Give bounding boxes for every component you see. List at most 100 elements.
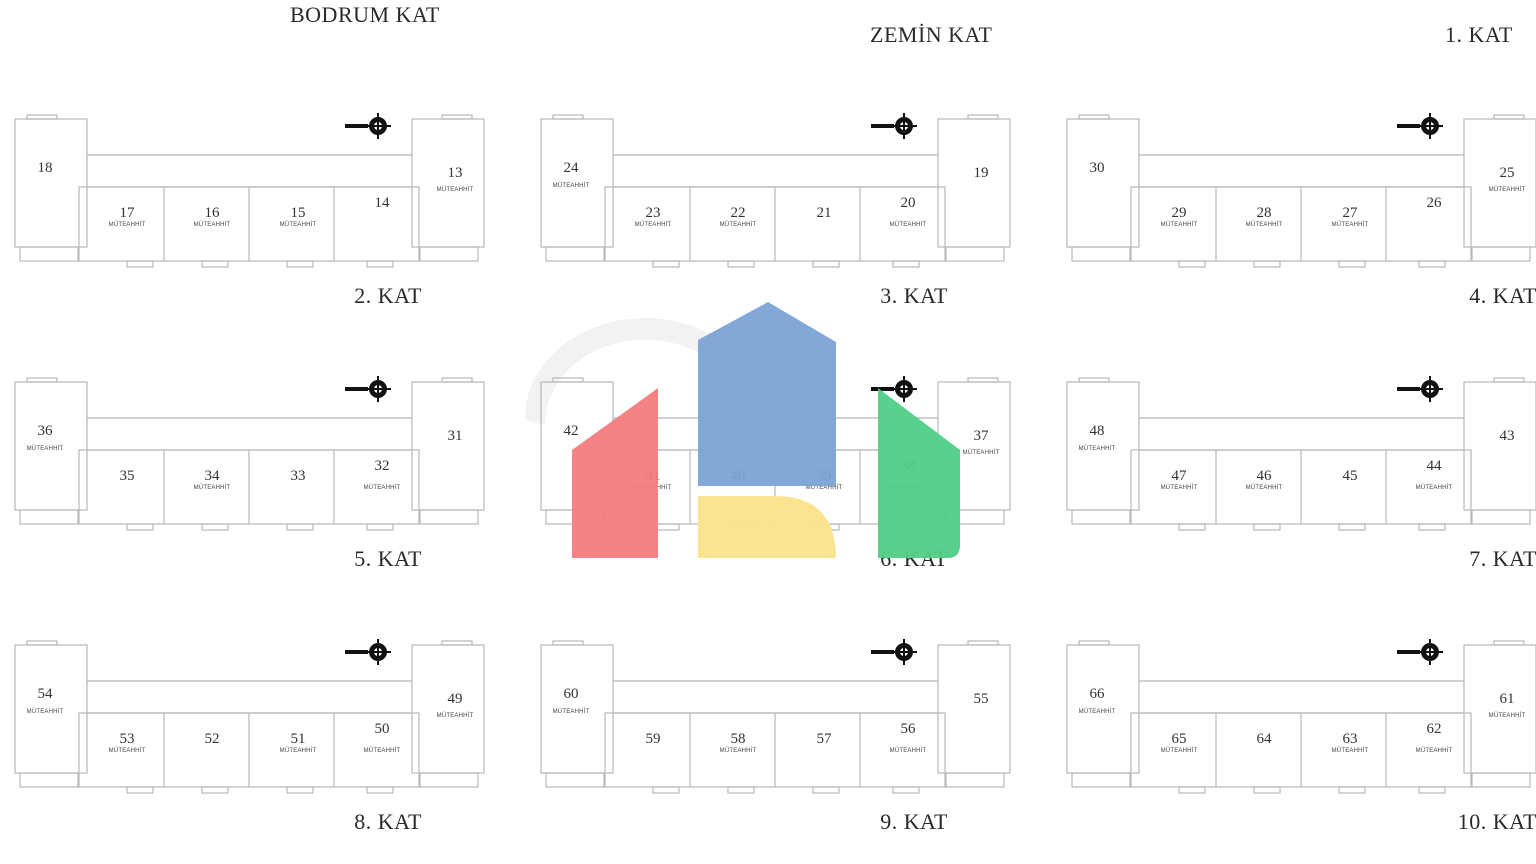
unit-number: 62 — [1426, 721, 1442, 737]
unit-owner-tag: MÜTEAHHİT — [1078, 709, 1116, 715]
north-arrow-icon — [871, 639, 917, 665]
floor-plan-outline — [1066, 113, 1536, 268]
unit-owner-tag: MÜTEAHHİT — [279, 748, 317, 754]
unit-owner-tag: MÜTEAHHİT — [1331, 222, 1369, 228]
unit-number: 39 — [816, 468, 832, 484]
unit-owner-tag: MÜTEAHHİT — [363, 748, 401, 754]
unit-owner-tag: MÜTEAHHİT — [1160, 748, 1198, 754]
unit-number: 66 — [1089, 686, 1105, 702]
north-arrow-icon — [345, 639, 391, 665]
unit-owner-tag: MÜTEAHHİT — [108, 748, 146, 754]
unit-number: 23 — [645, 205, 661, 221]
unit-number: 63 — [1342, 731, 1358, 747]
unit-owner-tag: MÜTEAHHİT — [1415, 748, 1453, 754]
north-arrow-icon — [345, 113, 391, 139]
unit-number: 42 — [563, 423, 579, 439]
floor-plan-outline — [540, 113, 1011, 268]
unit-number: 36 — [37, 423, 53, 439]
north-arrow-icon — [1397, 113, 1443, 139]
unit-number: 46 — [1256, 468, 1272, 484]
north-arrow-icon — [871, 113, 917, 139]
floor-plan-outline — [14, 113, 485, 268]
unit-number: 65 — [1171, 731, 1187, 747]
unit-owner-tag: MÜTEAHHİT — [634, 222, 672, 228]
unit-owner-tag: MÜTEAHHİT — [889, 485, 927, 491]
unit-number: 27 — [1342, 205, 1358, 221]
unit-number: 14 — [374, 195, 390, 211]
unit-number: 21 — [816, 205, 832, 221]
unit-number: 25 — [1499, 165, 1515, 181]
unit-number: 57 — [816, 731, 832, 747]
unit-number: 15 — [290, 205, 306, 221]
unit-number: 52 — [204, 731, 220, 747]
unit-owner-tag: MÜTEAHHİT — [552, 709, 590, 715]
floor-title: ZEMİN KAT — [870, 22, 993, 47]
unit-owner-tag: MÜTEAHHİT — [193, 222, 231, 228]
unit-number: 29 — [1171, 205, 1187, 221]
floor-title: 8. KAT — [354, 809, 422, 834]
floor-plan-outline — [1066, 376, 1536, 531]
unit-number: 53 — [119, 731, 135, 747]
unit-number: 19 — [973, 165, 989, 181]
unit-number: 50 — [374, 721, 390, 737]
unit-number: 41 — [645, 468, 661, 484]
north-arrow-icon — [1397, 376, 1443, 402]
floor-title: 3. KAT — [880, 283, 948, 308]
floor-title: 9. KAT — [880, 809, 948, 834]
unit-number: 13 — [447, 165, 463, 181]
unit-owner-tag: MÜTEAHHİT — [26, 446, 64, 452]
unit-owner-tag: MÜTEAHHİT — [889, 222, 927, 228]
unit-owner-tag: MÜTEAHHİT — [719, 222, 757, 228]
unit-owner-tag: MÜTEAHHİT — [1160, 485, 1198, 491]
north-arrow-icon — [345, 376, 391, 402]
floor-plan-outline — [1066, 639, 1536, 794]
unit-owner-tag: MÜTEAHHİT — [1331, 748, 1369, 754]
unit-number: 30 — [1089, 160, 1105, 176]
unit-number: 38 — [900, 458, 916, 474]
floor-title: 10. KAT — [1457, 809, 1536, 834]
floor-plan-outline — [14, 639, 485, 794]
unit-number: 48 — [1089, 423, 1105, 439]
unit-owner-tag: MÜTEAHHİT — [1415, 485, 1453, 491]
unit-number: 56 — [900, 721, 916, 737]
unit-owner-tag: MÜTEAHHİT — [363, 485, 401, 491]
unit-number: 31 — [447, 428, 463, 444]
unit-number: 43 — [1499, 428, 1515, 444]
floor-title: 1. KAT — [1445, 22, 1513, 47]
unit-number: 28 — [1256, 205, 1272, 221]
floor-plan-outline — [14, 376, 485, 531]
unit-number: 60 — [563, 686, 579, 702]
unit-owner-tag: MÜTEAHHİT — [719, 748, 757, 754]
north-arrow-icon — [1397, 639, 1443, 665]
unit-owner-tag: MÜTEAHHİT — [436, 187, 474, 193]
unit-number: 59 — [645, 731, 661, 747]
unit-owner-tag: MÜTEAHHİT — [436, 713, 474, 719]
unit-owner-tag: MÜTEAHHİT — [1245, 222, 1283, 228]
unit-number: 47 — [1171, 468, 1187, 484]
unit-number: 37 — [973, 428, 989, 444]
unit-owner-tag: MÜTEAHHİT — [1488, 187, 1526, 193]
unit-owner-tag: MÜTEAHHİT — [552, 183, 590, 189]
unit-owner-tag: MÜTEAHHİT — [889, 748, 927, 754]
unit-number: 58 — [730, 731, 746, 747]
north-arrow-icon — [871, 376, 917, 402]
unit-number: 34 — [204, 468, 220, 484]
unit-number: 61 — [1499, 691, 1515, 707]
unit-owner-tag: MÜTEAHHİT — [1078, 446, 1116, 452]
floor-title: 6. KAT — [880, 546, 948, 571]
floor-title: BODRUM KAT — [290, 2, 440, 27]
unit-number: 33 — [290, 468, 306, 484]
unit-number: 64 — [1256, 731, 1272, 747]
unit-number: 26 — [1426, 195, 1442, 211]
unit-number: 32 — [374, 458, 390, 474]
floor-title: 7. KAT — [1469, 546, 1536, 571]
unit-owner-tag: MÜTEAHHİT — [1488, 713, 1526, 719]
unit-owner-tag: MÜTEAHHİT — [962, 450, 1000, 456]
